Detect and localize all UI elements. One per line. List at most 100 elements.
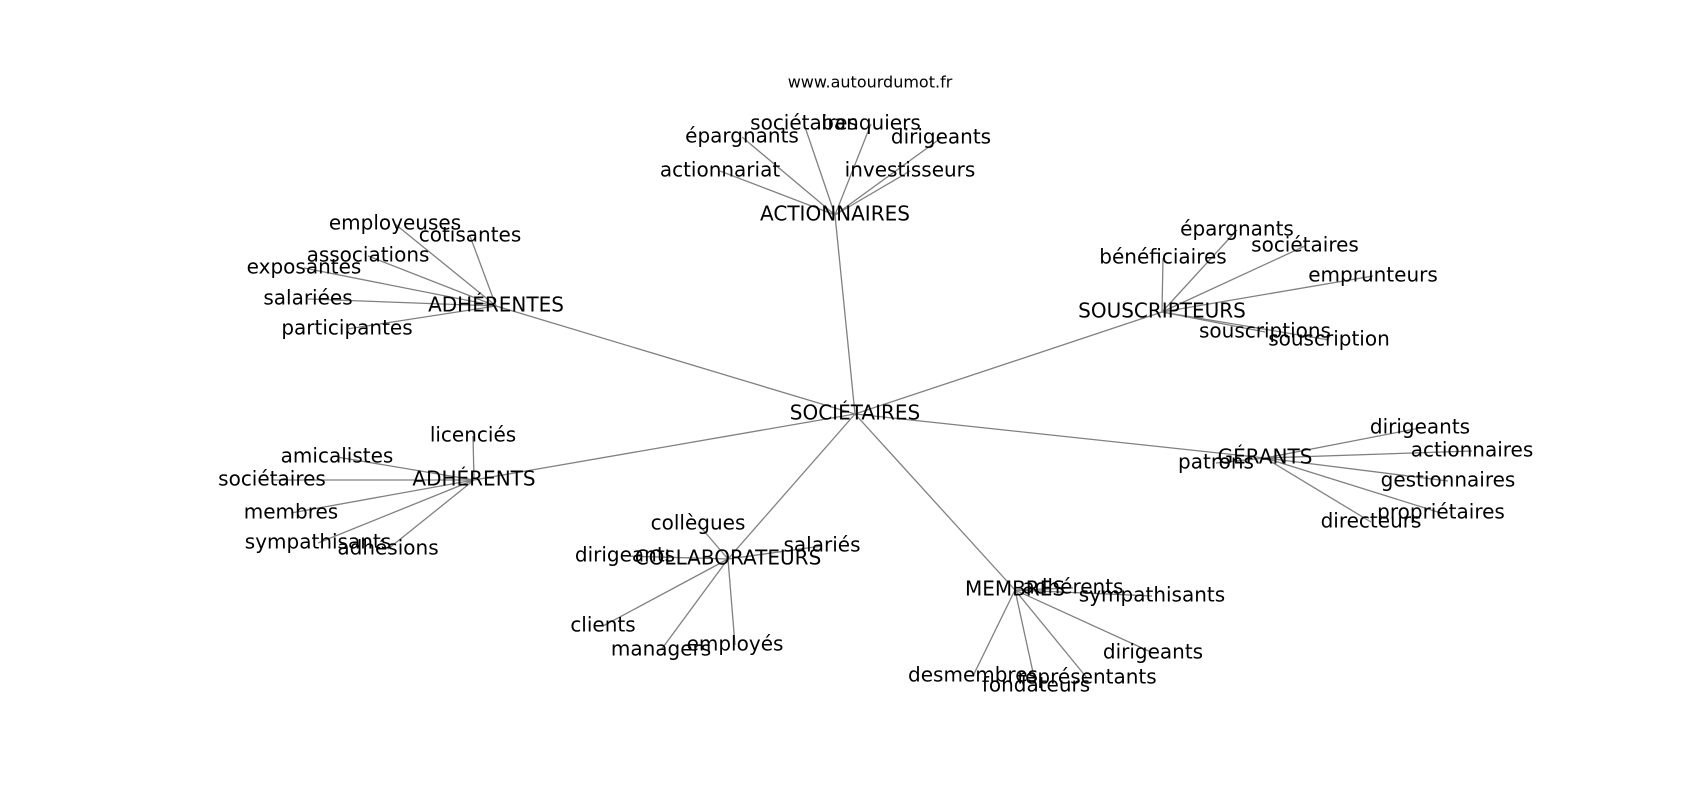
edge-3-4 (1014, 589, 1088, 679)
leaf-node: dirigeants (1103, 640, 1203, 664)
leaf-node: employés (687, 632, 784, 656)
leaf-node: sociétaires (750, 111, 858, 135)
leaf-node: salariées (263, 286, 352, 310)
leaf-node: exposantes (247, 255, 362, 279)
edge-6-0 (394, 223, 497, 307)
leaf-node: clients (570, 613, 635, 637)
hub-node: ADHÉRENTS (412, 467, 535, 491)
leaf-node: épargnants (685, 124, 799, 148)
edge-1-3 (1161, 275, 1374, 313)
edge-5-3 (290, 479, 475, 514)
edge-2-3 (1264, 457, 1449, 482)
leaf-node: directeurs (1321, 509, 1422, 533)
edge-2-5 (1264, 457, 1372, 523)
leaf-node: emprunteurs (1308, 263, 1438, 287)
edge-0-3 (834, 137, 942, 216)
leaf-node: associations (307, 243, 430, 267)
edge-4-5 (660, 558, 729, 651)
edge-6-2 (367, 255, 497, 307)
edge-2-2 (1215, 457, 1266, 464)
edge-6-3 (303, 267, 497, 307)
root-node: SOCIÉTAIRES (790, 401, 920, 425)
edge-root-6 (495, 305, 856, 415)
leaf-node: dirigeants (575, 543, 675, 567)
leaf-node: adhésions (337, 536, 438, 560)
leaf-node: fondateurs (982, 673, 1090, 697)
edge-root-5 (473, 413, 856, 481)
edge-0-2 (741, 136, 836, 216)
edge-1-5 (1161, 311, 1330, 341)
leaf-node: employeuses (329, 211, 461, 235)
leaf-node: sociétaires (218, 467, 326, 491)
hub-node: COLLABORATEURS (635, 546, 822, 570)
leaf-node: membres (244, 500, 338, 524)
edge-root-2 (854, 413, 1266, 459)
edge-root-1 (854, 311, 1163, 415)
leaf-node: salariés (784, 533, 861, 557)
edge-1-0 (1161, 229, 1238, 313)
leaf-node: actionnaires (1411, 438, 1534, 462)
leaf-node: licenciés (430, 423, 516, 447)
leaf-node: banquiers (821, 111, 921, 135)
edge-3-2 (1014, 589, 1154, 654)
leaf-node: représentants (1017, 665, 1156, 689)
source-label: www.autourdumot.fr (788, 73, 953, 92)
leaf-node: sympathisants (245, 530, 391, 554)
leaf-node: dirigeants (1370, 415, 1470, 439)
edge-6-1 (469, 235, 497, 307)
edge-4-4 (727, 558, 736, 646)
edge-5-1 (336, 456, 475, 481)
leaf-node: adhérents (1023, 575, 1124, 599)
edge-1-2 (1161, 245, 1306, 313)
leaf-node: investisseurs (845, 158, 976, 182)
leaf-node: collègues (651, 511, 746, 535)
edge-0-0 (803, 123, 836, 216)
edge-root-4 (727, 413, 856, 560)
leaf-node: gestionnaires (1381, 468, 1516, 492)
edge-3-0 (1014, 587, 1074, 591)
leaf-node: bénéficiaires (1099, 245, 1226, 269)
leaf-node: actionnariat (660, 158, 781, 182)
edge-2-0 (1264, 427, 1421, 459)
leaf-node: amicalistes (281, 444, 394, 468)
edge-2-1 (1264, 450, 1473, 459)
edge-0-5 (834, 170, 911, 216)
edge-4-2 (624, 555, 729, 560)
leaf-node: participantes (281, 316, 412, 340)
edge-0-1 (834, 123, 872, 216)
leaf-node: souscriptions (1199, 319, 1331, 343)
edge-5-5 (387, 479, 475, 550)
edge-3-5 (1014, 589, 1037, 687)
hub-node: MEMBRES (965, 577, 1065, 601)
edges (272, 123, 1473, 687)
edge-0-4 (719, 170, 836, 216)
hub-node: ADHÉRENTES (428, 293, 564, 317)
edge-3-1 (1014, 589, 1153, 597)
edge-4-3 (602, 558, 729, 627)
edge-3-3 (972, 589, 1016, 677)
leaf-node: souscription (1268, 327, 1390, 351)
leaf-node: managers (611, 637, 711, 661)
leaf-node: propriétaires (1377, 500, 1505, 524)
hub-node: GÉRANTS (1218, 445, 1313, 469)
edge-2-4 (1264, 457, 1442, 514)
leaf-node: sociétaires (1251, 233, 1359, 257)
edge-root-3 (854, 413, 1016, 591)
leaf-node: sympathisants (1079, 583, 1225, 607)
edge-4-0 (697, 523, 729, 560)
edge-root-0 (834, 214, 856, 415)
edge-5-0 (472, 435, 475, 481)
leaf-node: desmembres (908, 663, 1038, 687)
leaf-node: patrons (1178, 450, 1254, 474)
hub-node: SOUSCRIPTEURS (1078, 299, 1246, 323)
leaf-node: épargnants (1180, 217, 1294, 241)
edge-4-1 (727, 545, 823, 560)
edge-1-1 (1161, 257, 1164, 313)
hub-node: ACTIONNAIRES (760, 202, 910, 226)
edge-6-4 (307, 298, 497, 307)
edge-5-4 (317, 479, 475, 544)
edge-6-5 (346, 305, 497, 330)
leaf-node: dirigeants (891, 125, 991, 149)
labels: www.autourdumot.fr SOCIÉTAIRES ACTIONNAIR… (218, 73, 1533, 697)
